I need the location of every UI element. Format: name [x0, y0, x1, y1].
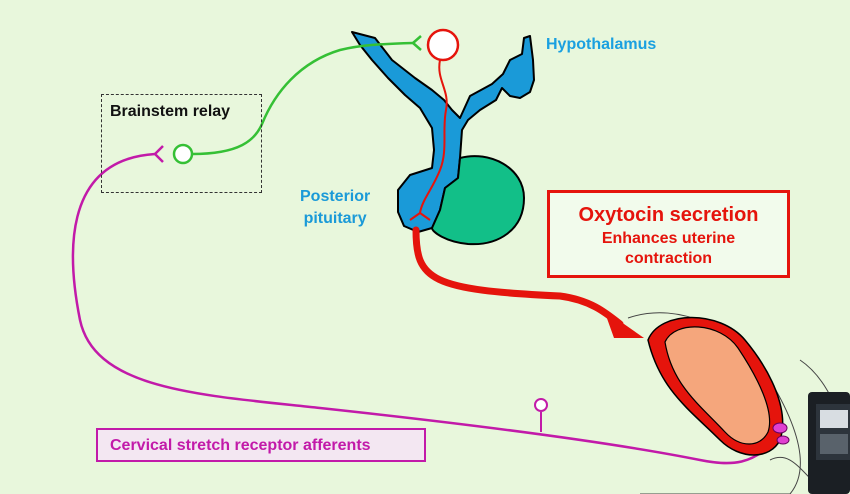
oxytocin-secretion-box: Oxytocin secretion Enhances uterine cont…	[547, 190, 790, 278]
hypothalamus-shape	[351, 31, 535, 233]
posterior-pituitary-label-line1: Posterior	[300, 188, 371, 205]
anterior-pituitary-shape	[431, 155, 525, 246]
relay-neuron	[172, 35, 422, 165]
hypothalamus-label: Hypothalamus	[546, 36, 657, 53]
oxytocin-secretion-title: Oxytocin secretion	[578, 204, 759, 226]
uterus-illustration	[627, 312, 850, 494]
posterior-pituitary-label: Posterior pituitary	[300, 186, 370, 230]
presenter-device-icon	[808, 392, 850, 494]
oxytocin-effect-line2: contraction	[624, 250, 713, 267]
posterior-pituitary-label-line2: pituitary	[303, 210, 367, 227]
oxytocin-neuron	[409, 28, 460, 221]
cervical-afferent-pathway	[71, 145, 779, 465]
oxytocin-effect-line1: Enhances uterine	[601, 230, 736, 247]
cervical-afferents-box: Cervical stretch receptor afferents	[96, 428, 426, 462]
cervical-afferents-label: Cervical stretch receptor afferents	[110, 437, 371, 454]
oxytocin-effect-text: Enhances uterine contraction	[550, 229, 787, 269]
oxytocin-release-arrow	[412, 226, 644, 338]
brainstem-relay-label: Brainstem relay	[110, 103, 231, 120]
brainstem-relay-box	[101, 94, 262, 193]
